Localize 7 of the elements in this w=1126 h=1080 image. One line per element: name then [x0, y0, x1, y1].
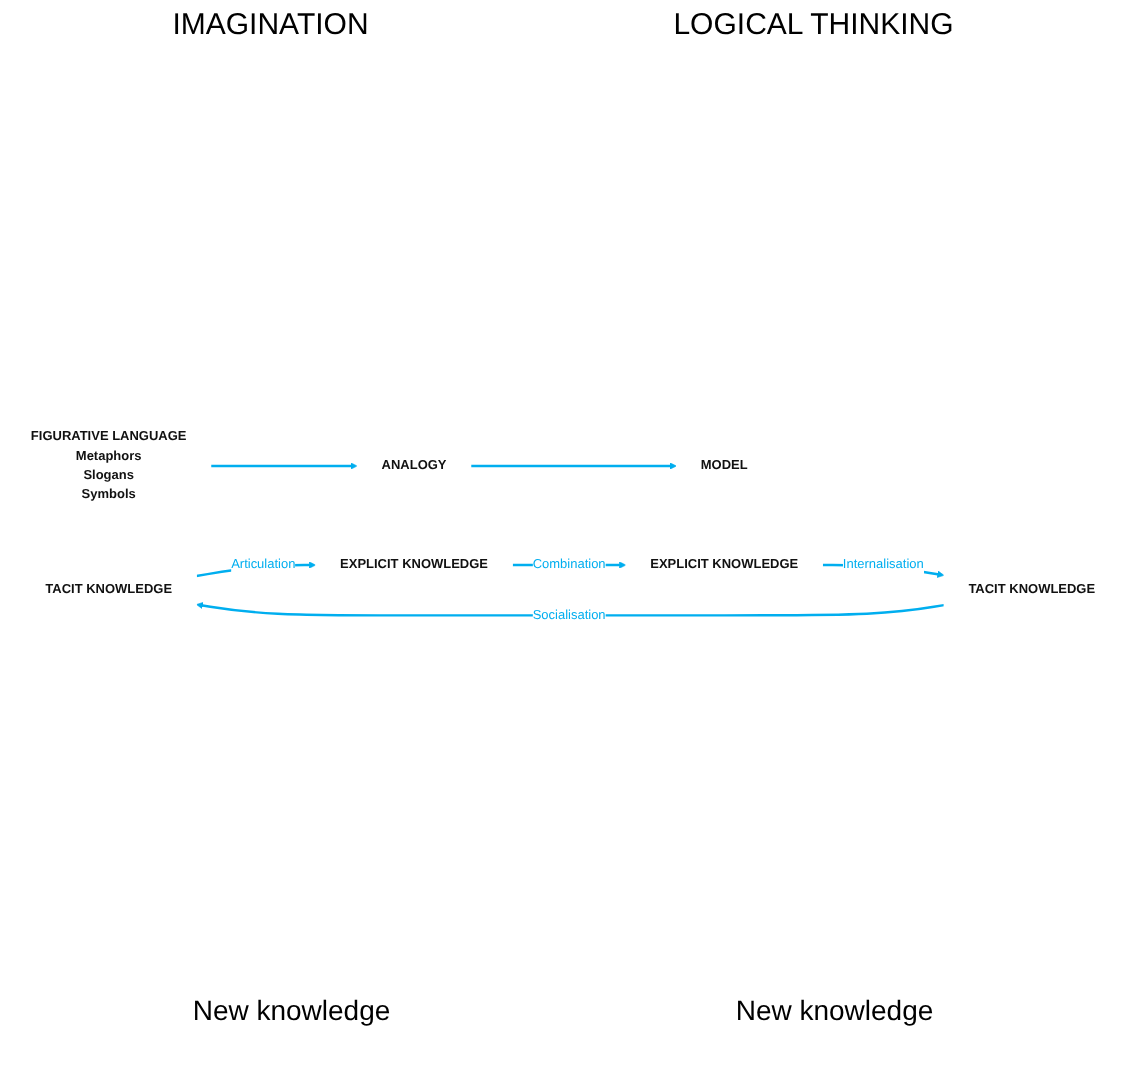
arrow [470, 462, 677, 470]
heading-label: IMAGINATION [172, 8, 369, 42]
note-label: New knowledge [735, 994, 934, 1026]
arrow [196, 602, 945, 617]
note-label: New knowledge [192, 994, 391, 1026]
arrow [210, 462, 358, 470]
heading-label: LOGICAL THINKING [673, 8, 954, 42]
